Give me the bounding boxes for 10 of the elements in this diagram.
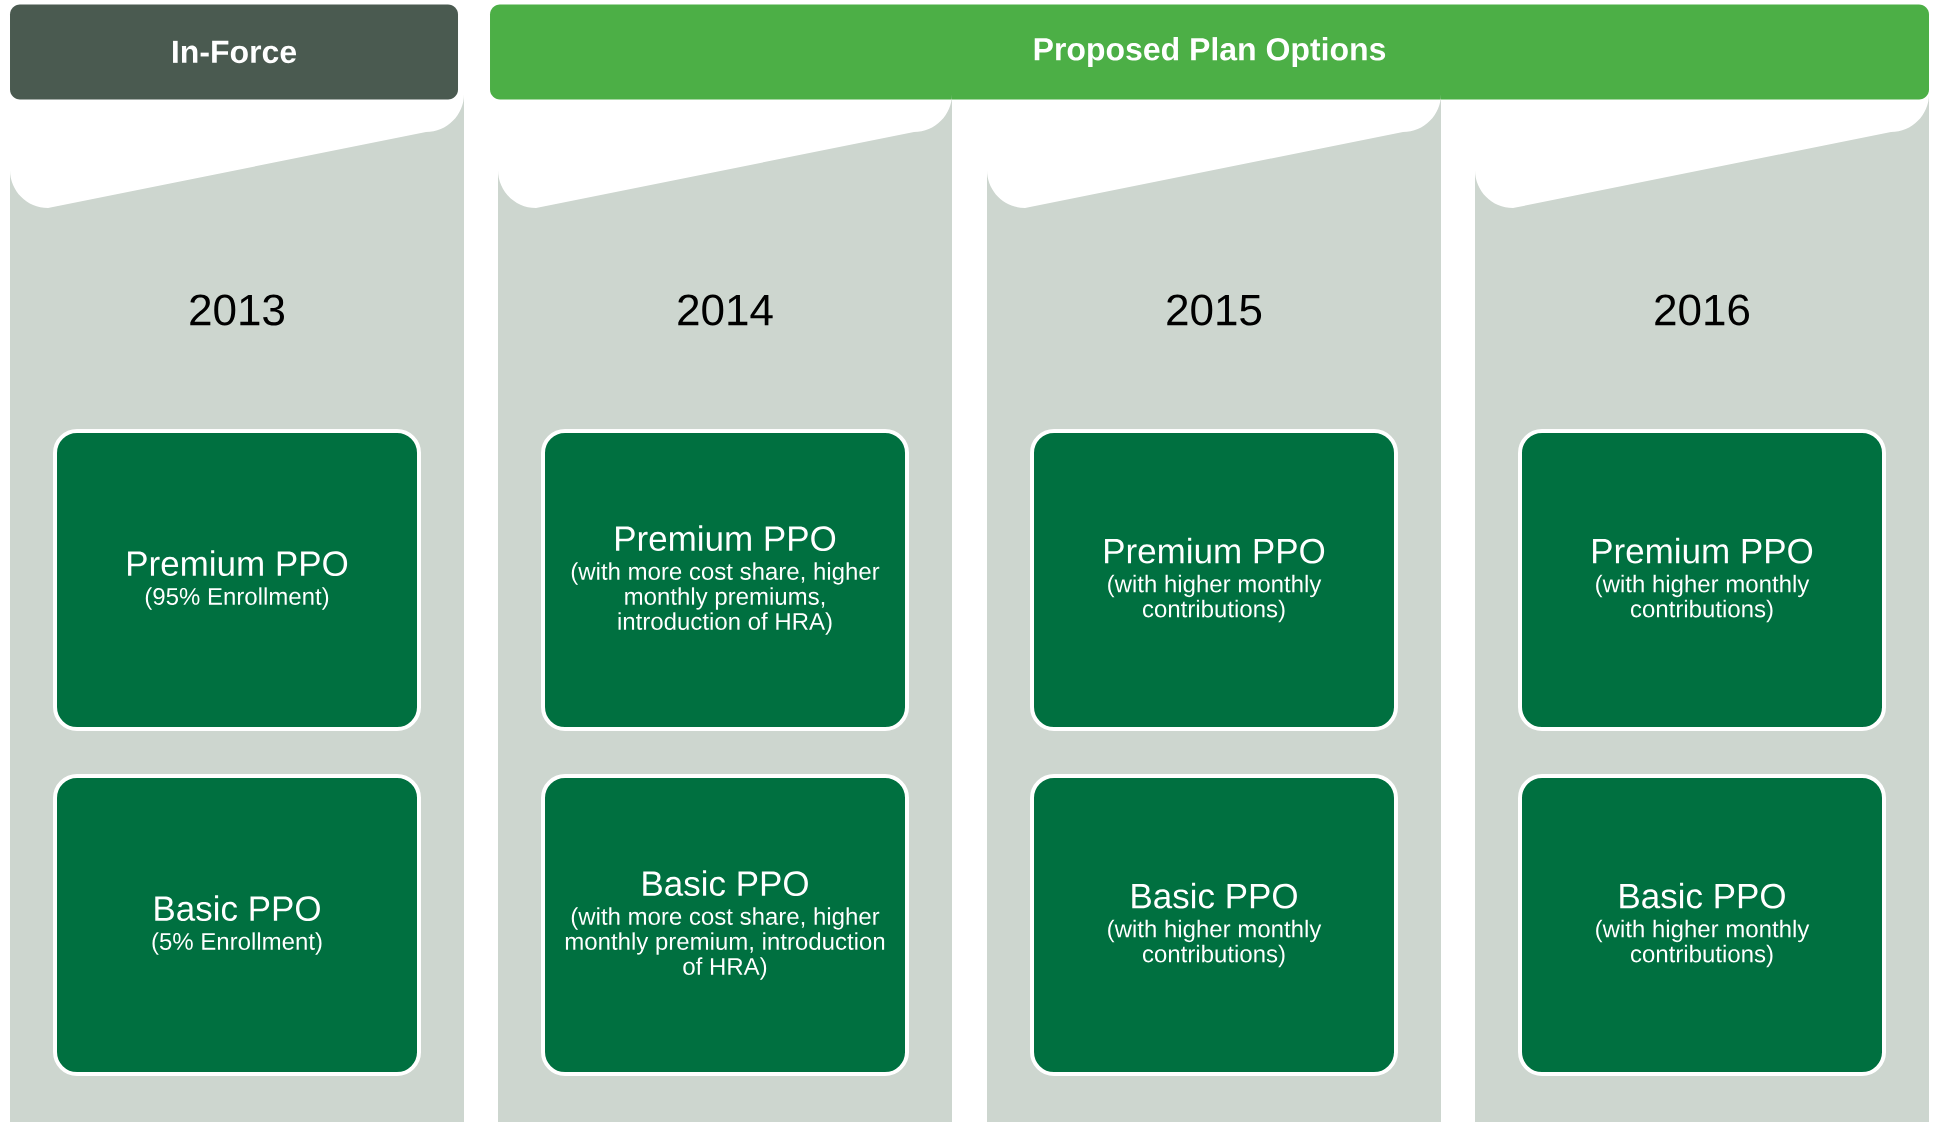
header-band: In-Force (10, 4, 458, 100)
plan-box: Basic PPO (with higher monthly contributions) (1518, 774, 1886, 1076)
plan-box: Premium PPO (95% Enrollment) (53, 429, 421, 731)
plan-box: Premium PPO (with higher monthly contributions) (1518, 429, 1886, 731)
plan-box: Basic PPO (5% Enrollment) (53, 774, 421, 1076)
plan-box: Premium PPO (with more cost share, higher monthly premiums, introduction of HRA) (541, 429, 909, 731)
header-band: Proposed Plan Options (490, 4, 1929, 100)
plan-box: Basic PPO (with more cost share, higher monthly premium, introduction of HRA) (541, 774, 909, 1076)
plan-box: Basic PPO (with higher monthly contributions) (1030, 774, 1398, 1076)
plan-box: Premium PPO (with higher monthly contributions) (1030, 429, 1398, 731)
